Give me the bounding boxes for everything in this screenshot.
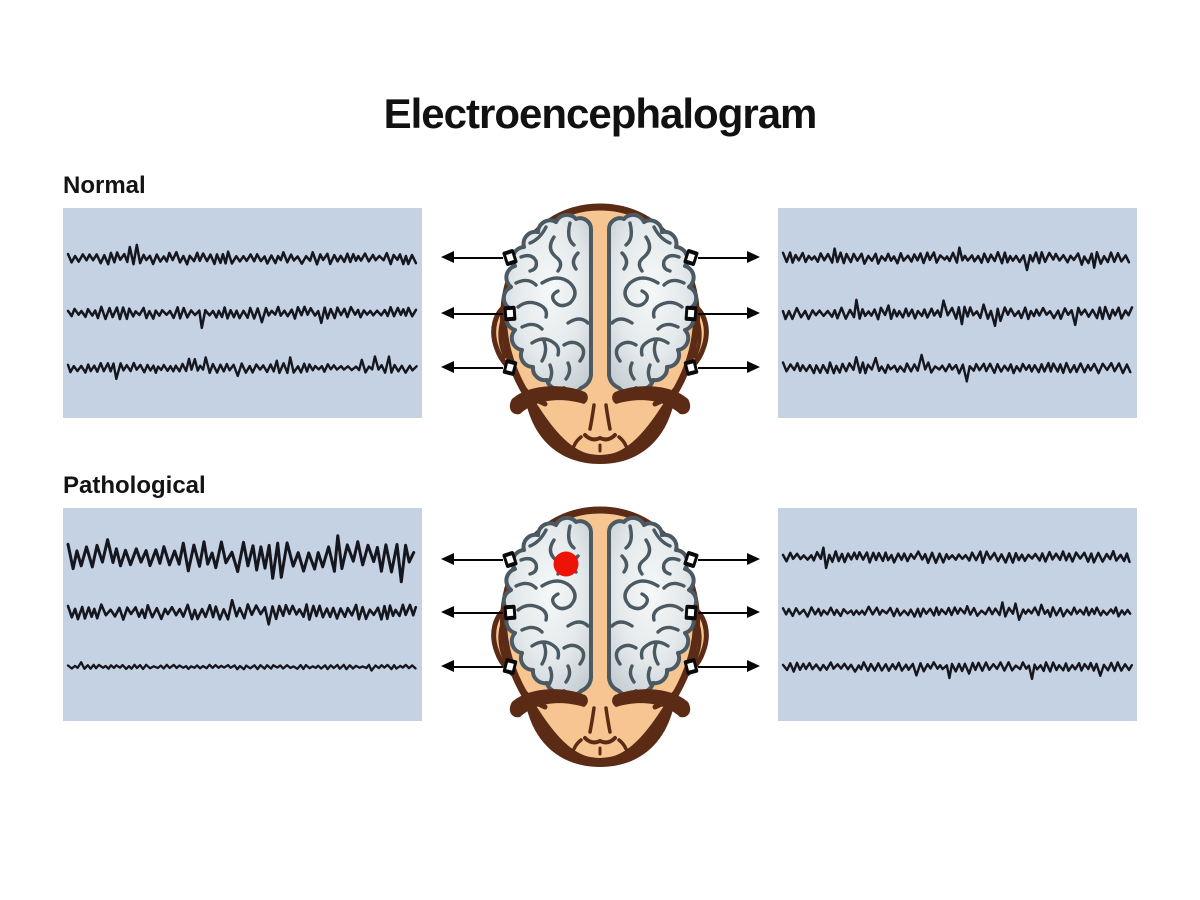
eeg-trace	[781, 246, 1131, 272]
electrode-icon	[503, 305, 517, 322]
jaw-shadow	[524, 694, 676, 767]
electrode-icon	[502, 358, 518, 377]
electrode-lead-arrow	[441, 248, 519, 267]
eyebrow-right	[612, 689, 691, 718]
section-label-normal: Normal	[63, 172, 146, 199]
electrode-lead-arrow	[684, 604, 760, 621]
arrow-shaft	[445, 665, 503, 669]
brain-right-hemisphere	[607, 515, 699, 698]
eeg-trace	[66, 661, 417, 672]
electrode-icon	[501, 550, 519, 569]
eyebrow-left	[509, 689, 588, 718]
eeg-trace	[66, 355, 418, 381]
ear-left-inner-line	[498, 319, 507, 359]
electrode-lead-arrow	[441, 358, 518, 377]
ear-right-inner-line	[693, 622, 702, 662]
brain-left-hemisphere	[501, 212, 593, 395]
head-illustration	[491, 203, 709, 464]
electrode-lead-arrow	[683, 358, 760, 377]
eeg-trace	[781, 546, 1131, 570]
eeg-trace-plot	[781, 546, 1133, 681]
arrow-shaft	[445, 366, 503, 370]
eeg-panel-pathological-left	[63, 508, 422, 721]
eeg-trace	[781, 353, 1132, 383]
head-illustration-normal	[488, 199, 712, 467]
jaw-shadow	[524, 391, 676, 464]
electrode-icon	[502, 657, 518, 676]
ear-left-inner-line	[498, 622, 507, 662]
arrow-shaft	[698, 366, 756, 370]
electrode-icon	[684, 604, 698, 621]
electrode-lead-arrow	[441, 550, 519, 569]
electrode-lead-arrow	[682, 248, 760, 267]
electrode-lead-arrow	[682, 550, 760, 569]
eeg-trace	[781, 661, 1133, 681]
eeg-panel-normal-left	[63, 208, 422, 418]
arrow-shaft	[698, 558, 756, 562]
electrode-icon	[682, 550, 700, 569]
arrow-shaft	[445, 256, 503, 260]
electrode-icon	[683, 358, 699, 377]
electrode-icon	[501, 248, 519, 267]
eyebrow-right	[612, 386, 691, 415]
electrode-icon	[682, 248, 700, 267]
nose	[572, 403, 628, 453]
ear-right-inner-line	[693, 319, 702, 359]
eeg-trace	[66, 243, 418, 266]
electrode-icon	[683, 657, 699, 676]
electrode-icon	[684, 305, 698, 322]
eeg-trace-plot	[66, 243, 418, 381]
electrode-lead-arrow	[683, 657, 760, 676]
eeg-trace	[66, 598, 418, 626]
arrow-shaft	[445, 312, 503, 316]
electrode-icon	[503, 604, 517, 621]
seizure-focus-marker	[553, 551, 579, 577]
nose	[572, 706, 628, 756]
eeg-panel-normal-right	[778, 208, 1137, 418]
electrode-lead-arrow	[441, 305, 517, 322]
arrow-shaft	[698, 611, 756, 615]
electrode-lead-arrow	[684, 305, 760, 322]
arrow-shaft	[698, 312, 756, 316]
arrow-shaft	[698, 256, 756, 260]
electrode-lead-arrow	[441, 604, 517, 621]
head-illustration-pathological	[488, 502, 712, 770]
section-label-pathological: Pathological	[63, 472, 206, 499]
electrode-lead-arrow	[441, 657, 518, 676]
arrow-shaft	[698, 665, 756, 669]
arrow-shaft	[445, 558, 503, 562]
eeg-trace-plot	[781, 246, 1134, 383]
eeg-trace	[781, 601, 1132, 622]
eeg-panel-pathological-right	[778, 508, 1137, 721]
eeg-trace	[66, 305, 418, 330]
arrow-shaft	[445, 611, 503, 615]
eeg-trace	[66, 534, 416, 584]
eeg-trace	[781, 298, 1134, 328]
eeg-trace-plot	[66, 534, 418, 672]
eyebrow-left	[509, 386, 588, 415]
page-title: Electroencephalogram	[383, 90, 818, 137]
head-illustration	[491, 506, 709, 767]
